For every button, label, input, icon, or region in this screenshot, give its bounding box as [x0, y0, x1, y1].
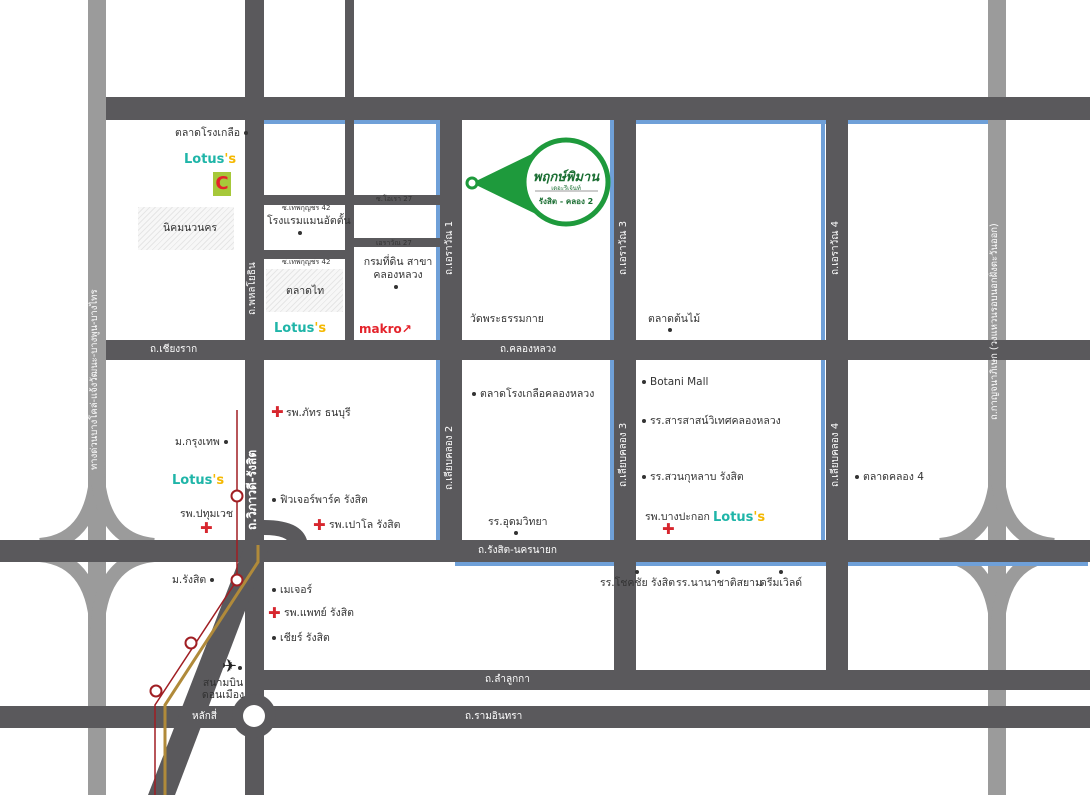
lotus-logo: Lotus's: [172, 473, 225, 488]
label-erawan1: ถ.เอราวัณ 1: [444, 220, 455, 275]
place-school-udom[interactable]: รร.อุดมวิทยา: [488, 516, 548, 528]
place-airport[interactable]: สนามบิน ดอนเมือง: [201, 677, 245, 701]
place-hosp-bangpakok[interactable]: รพ.บางปะกอก: [645, 511, 710, 523]
place-school-sarasas[interactable]: รร.สารสาสน์วิเทศคลองหลวง: [638, 416, 781, 427]
talat-thai-area: [266, 269, 343, 312]
place-land-office[interactable]: กรมที่ดิน สาขาคลองหลวง: [363, 256, 433, 281]
place-school-suankularb[interactable]: รร.สวนกุหลาบ รังสิต: [638, 472, 744, 483]
label-soi-erawan27: เอราวัณ 27: [376, 239, 412, 247]
place-hotel[interactable]: โรงแรมแมนอัตตั้น: [267, 215, 351, 227]
place-hosp-phatara[interactable]: รพ.ภัทร ธนบุรี: [286, 407, 351, 419]
place-wat[interactable]: วัดพระธรรมกาย: [470, 313, 544, 325]
makro-logo: makro↗: [359, 322, 412, 336]
marker-location: รังสิต - คลอง 2: [538, 197, 594, 206]
place-dream-world[interactable]: ดรีมเวิลด์: [760, 577, 803, 589]
bigc-logo: C: [213, 172, 231, 196]
place-school-nanachat[interactable]: รร.นานาชาติสยาม: [676, 577, 762, 589]
label-soi-orao: ซ.โอเรา 27: [376, 195, 413, 203]
label-highway-left: ทางด่วนบางโคล่-แจ้งวัฒนะ-บางพูน-บางไทร: [89, 289, 100, 470]
lotus-logo: Lotus's: [713, 510, 766, 525]
place-hosp-pathumvej[interactable]: รพ.ปทุมเวช: [180, 508, 234, 520]
hospital-icon: ✚: [271, 403, 284, 421]
rail-line-gold: [163, 545, 260, 795]
roundabout: [243, 705, 265, 727]
place-talat-rongkluea-kl[interactable]: ตลาดโรงเกลือคลองหลวง: [468, 389, 594, 400]
place-talat-tonmai[interactable]: ตลาดต้นไม้: [648, 313, 701, 325]
place-major[interactable]: เมเจอร์: [268, 585, 312, 596]
label-highway-right: ถ.กาญจนาภิเษก (วงแหวนรอบนอกฝั่งตะวันออก): [989, 223, 1000, 420]
label-soi42a: ซ.เทพกุญชร 42: [282, 204, 331, 212]
marker-title[interactable]: พฤกษ์พิมาน: [532, 170, 600, 185]
label-vibhavadi: ถ.วิภาวดี-รังสิต: [245, 449, 259, 530]
nikhom-area: [138, 207, 234, 250]
airplane-icon: ✈: [222, 656, 237, 677]
hospital-icon: ✚: [313, 516, 326, 534]
place-hosp-paolo[interactable]: รพ.เปาโล รังสิต: [329, 519, 401, 531]
label-rangsit-nakhonnayok: ถ.รังสิต-นครนายก: [478, 545, 557, 556]
label-liab3: ถ.เลียบคลอง 3: [618, 422, 629, 487]
label-erawan4: ถ.เอราวัณ 4: [830, 220, 841, 275]
label-liab4: ถ.เลียบคลอง 4: [830, 422, 841, 487]
place-talat-rongkluea[interactable]: ตลาดโรงเกลือ: [175, 128, 252, 139]
place-uni-bangkok[interactable]: ม.กรุงเทพ: [175, 437, 232, 448]
label-liab2: ถ.เลียบคลอง 2: [444, 425, 455, 490]
lotus-logo: Lotus's: [184, 152, 237, 167]
marker-subtitle: เดอะรีเจ้นท์: [551, 185, 581, 192]
label-chiangrak: ถ.เชียงราก: [150, 344, 198, 355]
label-soi42b: ซ.เทพกุญชร 42: [282, 258, 331, 266]
place-future-park[interactable]: ฟิวเจอร์พาร์ค รังสิต: [268, 495, 368, 506]
place-uni-rangsit[interactable]: ม.รังสิต: [172, 575, 218, 586]
hospital-icon: ✚: [200, 519, 213, 537]
label-laksi: หลักสี่: [192, 711, 217, 722]
label-ramintra: ถ.รามอินทรา: [465, 711, 523, 722]
place-talat-khlong4[interactable]: ตลาดคลอง 4: [851, 472, 924, 483]
project-marker: [465, 137, 611, 227]
place-school-chokchai[interactable]: รร.โชคชัย รังสิต: [600, 577, 676, 589]
place-cheer[interactable]: เชียร์ รังสิต: [268, 633, 330, 644]
hospital-icon: ✚: [268, 604, 281, 622]
place-hosp-phaet[interactable]: รพ.แพทย์ รังสิต: [284, 607, 354, 619]
label-phahon: ถ.พหลโยธิน: [247, 262, 258, 315]
label-khlongluang: ถ.คลองหลวง: [500, 344, 557, 355]
label-lamlukka: ถ.ลำลูกกา: [485, 674, 530, 685]
hospital-icon: ✚: [662, 520, 675, 538]
lotus-logo: Lotus's: [274, 321, 327, 336]
place-nikhom: นิคมนวนคร: [163, 222, 218, 234]
place-talat-thai: ตลาดไท: [286, 285, 325, 297]
place-botani[interactable]: Botani Mall: [638, 377, 708, 388]
rail-stations: [149, 489, 244, 698]
label-erawan3: ถ.เอราวัณ 3: [618, 220, 629, 275]
